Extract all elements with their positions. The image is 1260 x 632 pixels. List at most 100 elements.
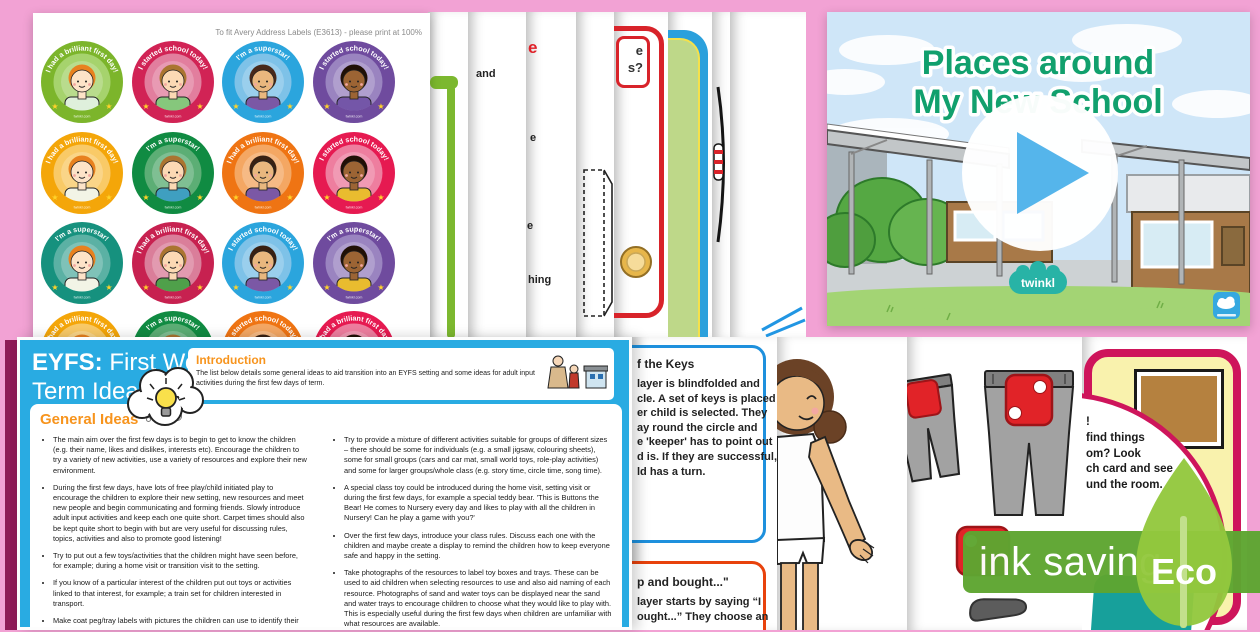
svg-text:★: ★: [323, 283, 330, 292]
bear-arm-icon: [713, 86, 725, 243]
svg-text:twinkl.com: twinkl.com: [164, 115, 181, 119]
sticker: I had a brilliant first day! ★ ★ twinkl.…: [40, 40, 124, 124]
text-fragment: e: [635, 43, 643, 58]
eco-leaf-icon: Eco: [1136, 458, 1232, 628]
svg-text:★: ★: [232, 283, 239, 292]
sticker: I had a brilliant first day! ★ ★ twinkl.…: [221, 131, 305, 215]
stacked-page-stick: [428, 12, 468, 338]
green-stick-icon: [430, 76, 458, 338]
game-text-line: d is. If they are successful,: [637, 450, 777, 463]
instruction-text-line: und the room.: [1086, 479, 1163, 492]
svg-text:twinkl.com: twinkl.com: [164, 296, 181, 300]
sticker: I started school today! ★ ★ twinkl.com: [221, 310, 305, 338]
svg-text:twinkl.com: twinkl.com: [255, 115, 272, 119]
svg-text:★: ★: [51, 283, 58, 292]
sticker: I started school today! ★ ★ twinkl.com: [221, 221, 305, 305]
blue-lines-icon: [761, 306, 806, 338]
bullet-item: Over the first few days, introduce your …: [344, 531, 612, 562]
sticker: I'm a superstar! ★ ★ twinkl.com: [131, 310, 215, 338]
bullet-item: If you know of a particular interest of …: [53, 578, 307, 609]
bullet-item: Try to put out a few toys/activities tha…: [53, 551, 307, 571]
red-title-fragment: e: [528, 38, 538, 57]
svg-text:★: ★: [51, 102, 58, 111]
girl-character-illustration: [777, 359, 875, 630]
svg-text:★: ★: [232, 193, 239, 202]
eco-label: Eco: [1151, 551, 1217, 592]
trousers-dice-icon: [983, 370, 1075, 516]
bullet-item: Try to provide a mixture of different ac…: [344, 435, 612, 476]
sticker: I started school today! ★ ★ twinkl.com: [312, 131, 396, 215]
shop-game-box: [632, 561, 766, 630]
svg-text:★: ★: [105, 193, 112, 202]
game-text-line: cle. A set of keys is placed: [637, 392, 776, 405]
game-text-line: ay round the circle and: [637, 421, 758, 434]
video-preview: Places around My New School twinkl: [827, 12, 1250, 326]
boot-icon: [969, 598, 1027, 622]
introduction-box: Introduction The list below details some…: [188, 348, 614, 400]
parent-child-icon: [547, 355, 608, 389]
svg-text:★: ★: [142, 283, 149, 292]
sticker: I'm a superstar! ★ ★ twinkl.com: [312, 221, 396, 305]
game-heading: p and bought...": [637, 575, 729, 589]
eyfs-ideas-page: EYFS: First Week of Term Ideas Introduct…: [17, 337, 632, 630]
game-heading: f the Keys: [637, 357, 695, 371]
sticker: I'm a superstar! ★ ★ twinkl.com: [40, 221, 124, 305]
introduction-heading: Introduction: [196, 353, 266, 367]
svg-text:twinkl.com: twinkl.com: [345, 115, 362, 119]
sticker-sheet-page: To fit Avery Address Labels (E3613) - pl…: [33, 13, 430, 338]
svg-text:★: ★: [323, 102, 330, 111]
sticker: I had a brilliant first day! ★ ★ twinkl.…: [40, 131, 124, 215]
ink-saving-label: ink saving: [979, 540, 1162, 584]
svg-text:★: ★: [377, 283, 384, 292]
text-fragment: e: [527, 220, 534, 232]
sticker: I had a brilliant first day! ★ ★ twinkl.…: [312, 310, 396, 338]
play-icon: [1017, 132, 1089, 214]
school-illustration: Places around My New School twinkl: [827, 12, 1250, 326]
dress-character-page: [777, 337, 907, 630]
svg-text:★: ★: [105, 102, 112, 111]
game-text-line: layer starts by saying “I: [637, 596, 762, 608]
print-note: To fit Avery Address Labels (E3613) - pl…: [215, 28, 422, 37]
twinkl-badge: twinkl: [1009, 261, 1067, 294]
cutout-template-icon: [583, 169, 613, 317]
svg-text:★: ★: [142, 102, 149, 111]
svg-text:twinkl.com: twinkl.com: [255, 205, 272, 209]
svg-text:★: ★: [286, 102, 293, 111]
svg-text:twinkl.com: twinkl.com: [74, 205, 91, 209]
text-fragment: e: [530, 132, 537, 144]
instruction-text-line: ch card and see: [1086, 463, 1173, 476]
stacked-page-template: [576, 12, 614, 338]
svg-text:twinkl.com: twinkl.com: [74, 115, 91, 119]
svg-text:twinkl.com: twinkl.com: [345, 296, 362, 300]
stacked-page-and: and: [468, 12, 526, 338]
stacked-page-blank: [730, 12, 806, 338]
instruction-text-line: find things: [1086, 431, 1145, 444]
trousers-partial-icon: [907, 373, 961, 483]
stacked-page-crescent: [712, 12, 730, 338]
video-play-button[interactable]: [962, 95, 1118, 251]
svg-text:★: ★: [105, 283, 112, 292]
sticker: I started school today! ★ ★ twinkl.com: [131, 40, 215, 124]
svg-text:★: ★: [232, 102, 239, 111]
general-ideas-heading: General Ideas: [40, 411, 139, 428]
game-text-line: er child is selected. They: [637, 407, 768, 420]
stacked-page-red-frame: e s?: [614, 12, 668, 338]
svg-text:★: ★: [377, 102, 384, 111]
sticker: I'm a superstar! ★ ★ twinkl.com: [131, 131, 215, 215]
lightbulb-cloud-icon: [127, 367, 204, 426]
general-ideas-box: General Ideas The main aim over the firs…: [30, 404, 622, 627]
bullet-item: Make coat peg/tray labels with pictures …: [53, 616, 307, 627]
twinkl-corner-logo-icon: [1213, 292, 1240, 319]
general-ideas-left-list: The main aim over the first few days is …: [40, 435, 307, 627]
svg-text:★: ★: [377, 193, 384, 202]
stacked-page-red-title: e e e hing: [526, 12, 576, 338]
hand-fingers: [859, 541, 875, 564]
game-text-line: e 'keeper' has to point out: [637, 436, 773, 449]
svg-text:★: ★: [142, 193, 149, 202]
idea-dots: [145, 417, 151, 423]
text-fragment: hing: [528, 274, 552, 286]
game-text-line: ld has a turn.: [637, 465, 706, 478]
